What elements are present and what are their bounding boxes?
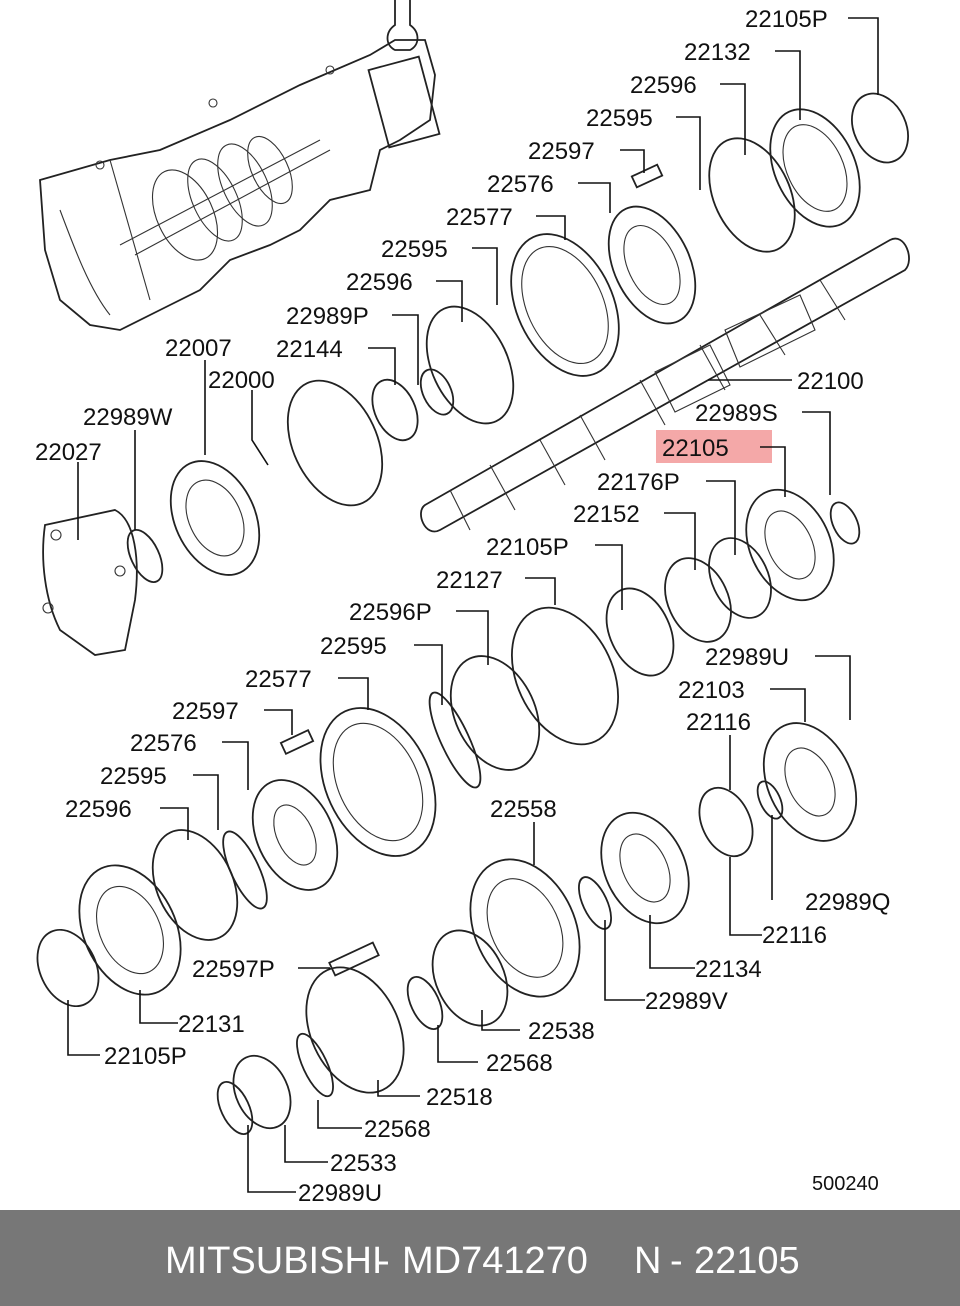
part-labels: 22105P 22132 22596 22595 22597 22576 225… <box>35 6 890 1207</box>
highlight-box <box>656 430 772 463</box>
label-22989u-b: 22989U <box>298 1180 382 1207</box>
footer-separator-1: - <box>377 1240 390 1282</box>
label-22127: 22127 <box>436 567 503 594</box>
footer-separator-2: - <box>670 1240 683 1282</box>
label-22597-b: 22597 <box>172 698 239 725</box>
reverse-gear-group <box>216 722 858 1135</box>
label-22568-a: 22568 <box>486 1050 553 1077</box>
label-22989q: 22989Q <box>805 889 890 916</box>
footer-bar: MITSUBISHI - MD741270 N - 22105 <box>0 1210 960 1306</box>
label-22105-highlighted: 22105 <box>662 435 729 462</box>
upper-gear-group <box>42 92 909 656</box>
label-22989s: 22989S <box>695 400 778 427</box>
label-22989p: 22989P <box>286 303 369 330</box>
label-22116-a: 22116 <box>686 709 751 736</box>
label-22595-b: 22595 <box>381 236 448 263</box>
label-22176p: 22176P <box>597 469 680 496</box>
label-22518: 22518 <box>426 1084 493 1111</box>
label-22596-b: 22596 <box>346 269 413 296</box>
label-22595-a: 22595 <box>586 105 653 132</box>
leader-lines <box>67 17 879 1193</box>
label-22597p: 22597P <box>192 956 275 983</box>
label-22131: 22131 <box>178 1011 245 1038</box>
label-22027: 22027 <box>35 439 102 466</box>
footer-ref-prefix: N <box>634 1240 662 1282</box>
label-22568-b: 22568 <box>364 1116 431 1143</box>
label-22989u-a: 22989U <box>705 644 789 671</box>
transmission-housing-illustration <box>39 0 441 331</box>
figure-code: 500240 <box>812 1173 879 1195</box>
label-22538: 22538 <box>528 1018 595 1045</box>
label-22595-d: 22595 <box>100 763 167 790</box>
label-22576-b: 22576 <box>130 730 197 757</box>
label-22144: 22144 <box>276 336 343 363</box>
label-22134: 22134 <box>695 956 762 983</box>
label-22105p-bot: 22105P <box>104 1043 187 1070</box>
mainshaft-22100 <box>420 237 910 533</box>
label-22116-b: 22116 <box>762 922 827 949</box>
label-22000: 22000 <box>208 367 275 394</box>
label-22576-a: 22576 <box>487 171 554 198</box>
label-22103: 22103 <box>678 677 745 704</box>
label-22105p-mid: 22105P <box>486 534 569 561</box>
label-22577-a: 22577 <box>446 204 513 231</box>
label-22558: 22558 <box>490 796 557 823</box>
footer-ref-number: 22105 <box>694 1240 800 1282</box>
label-22100: 22100 <box>797 368 864 395</box>
label-22595-c: 22595 <box>320 633 387 660</box>
label-22989w: 22989W <box>83 404 173 431</box>
label-22989v: 22989V <box>645 988 728 1015</box>
label-22132: 22132 <box>684 39 751 66</box>
label-22105p-top: 22105P <box>745 6 828 33</box>
footer-part-number: MD741270 <box>402 1240 588 1282</box>
label-22007: 22007 <box>165 335 232 362</box>
label-22596p: 22596P <box>349 599 432 626</box>
label-22597-a: 22597 <box>528 138 595 165</box>
right-bearing-group <box>428 488 861 789</box>
exploded-parts-diagram: 22105P 22132 22596 22595 22597 22576 225… <box>35 0 910 1207</box>
label-22596-a: 22596 <box>630 72 697 99</box>
label-22533: 22533 <box>330 1150 397 1177</box>
lower-gear-group <box>36 163 664 1008</box>
label-22577-b: 22577 <box>245 666 312 693</box>
label-22596-c: 22596 <box>65 796 132 823</box>
footer-brand: MITSUBISHI <box>165 1240 383 1282</box>
label-22152: 22152 <box>573 501 640 528</box>
